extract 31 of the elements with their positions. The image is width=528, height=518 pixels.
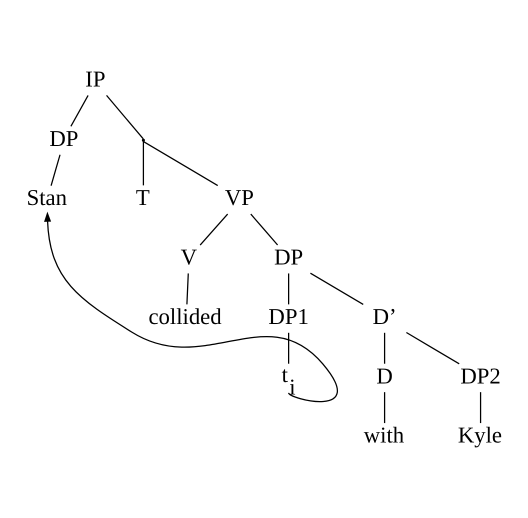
node-text: D <box>376 363 393 388</box>
connector <box>200 214 228 246</box>
node-text: Stan <box>26 185 67 210</box>
node-text: DP <box>49 126 78 151</box>
arrow <box>44 212 338 402</box>
node-text: V <box>180 244 198 270</box>
node-text: DP1 <box>268 304 309 329</box>
connector <box>250 214 278 246</box>
connector <box>288 273 290 304</box>
connector <box>480 392 482 424</box>
connector <box>406 332 460 364</box>
connector <box>70 95 89 127</box>
node-text: IP <box>85 66 106 92</box>
node-text: VP <box>224 185 254 210</box>
connector <box>143 141 218 186</box>
connector <box>384 392 386 424</box>
node-text: D’ <box>372 304 397 329</box>
connector <box>50 154 61 186</box>
connector <box>288 332 290 364</box>
node-text: DP <box>274 244 304 270</box>
connector <box>384 332 386 364</box>
node-point <box>142 138 145 142</box>
connector <box>106 94 144 140</box>
connector <box>310 272 364 305</box>
node-text: collided <box>148 304 222 329</box>
node-text: DP2 <box>460 363 501 388</box>
node-text: T <box>136 185 150 210</box>
connector <box>186 273 189 304</box>
node-text: with <box>364 422 404 448</box>
node-text: Kyle <box>458 422 502 448</box>
connector <box>142 142 144 186</box>
